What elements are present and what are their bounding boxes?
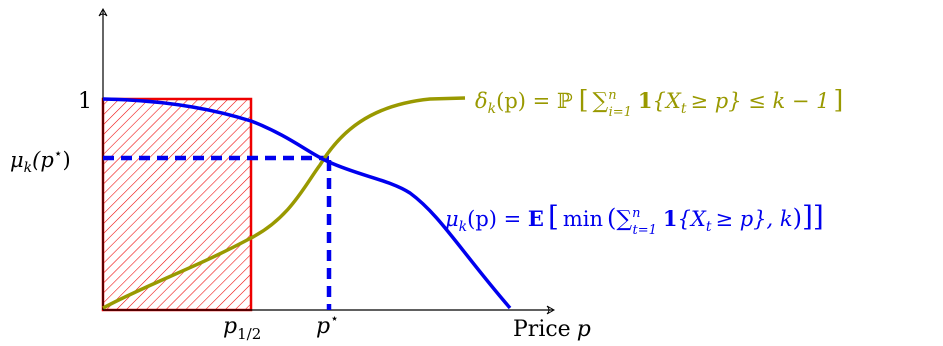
- y-tick-mu-star: μk(p⋆): [10, 146, 71, 176]
- hatched-region: [101, 97, 253, 312]
- y-tick-one: 1: [78, 89, 92, 114]
- delta-curve: [102, 96, 466, 310]
- x-tick-p-star: p⋆: [316, 311, 339, 339]
- x-tick-p-half: p1/2: [223, 314, 261, 343]
- mu-curve: [102, 97, 512, 310]
